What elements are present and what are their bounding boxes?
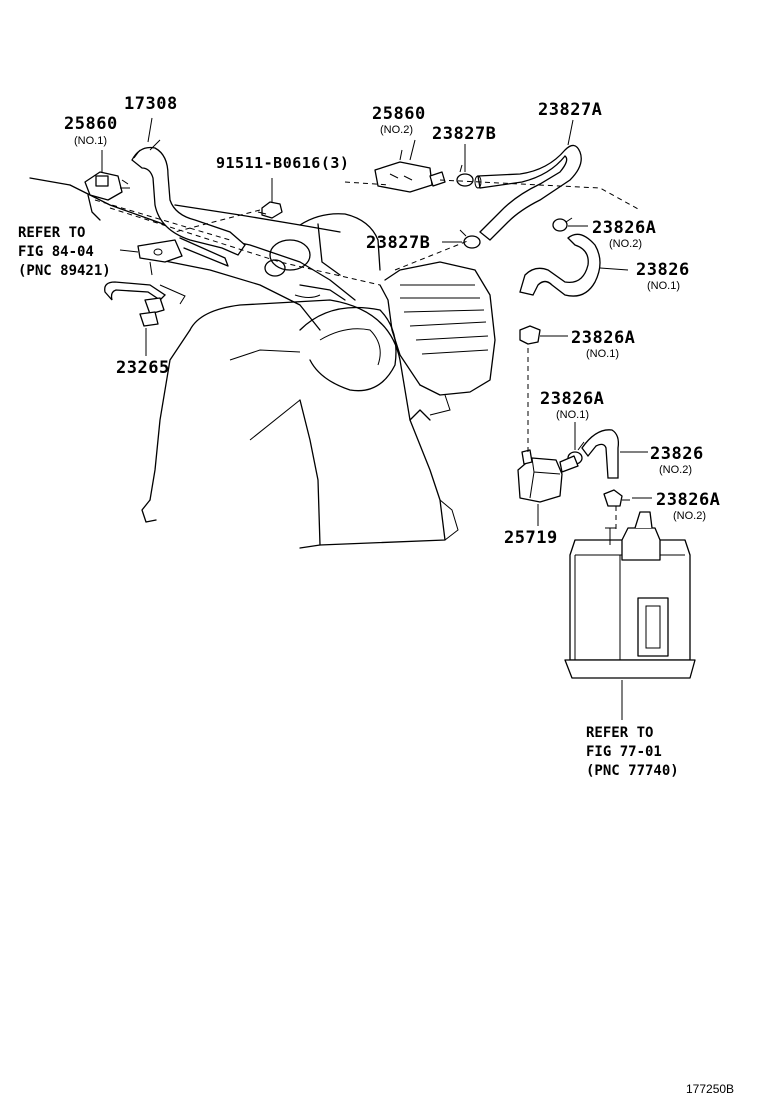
- reference-bottom-line2: FIG 77-01: [586, 744, 662, 760]
- leader-lines: [101, 117, 652, 720]
- bracket: [137, 237, 229, 276]
- label-23826a-no1-mid-sub: (NO.1): [586, 348, 619, 360]
- vsv-25860-no1: [84, 171, 130, 221]
- figure-code: 177250B: [686, 1082, 735, 1096]
- intake-manifold: [29, 177, 397, 392]
- vsv-25860-no2: [374, 149, 446, 193]
- label-23826-no2: 23826: [650, 444, 704, 464]
- reference-note-left: REFER TO FIG 84-04 (PNC 89421): [18, 224, 111, 281]
- bolt-91511: [257, 201, 283, 219]
- label-23826a-no2-low-sub: (NO.2): [673, 510, 706, 522]
- label-23826-no1: 23826: [636, 260, 690, 280]
- label-23826a-no2-top-sub: (NO.2): [609, 238, 642, 250]
- reference-left-line3: (PNC 89421): [18, 263, 111, 279]
- charcoal-canister: [564, 511, 696, 679]
- engine-block: [141, 299, 459, 549]
- label-17308: 17308: [124, 94, 178, 114]
- clamp-23826a-no2-top: [552, 217, 573, 232]
- label-23827a: 23827A: [538, 100, 603, 120]
- label-25860-no1-sub: (NO.1): [74, 135, 107, 147]
- label-23826a-no1-low: 23826A: [540, 389, 605, 409]
- label-23826a-no1-low-sub: (NO.1): [556, 409, 589, 421]
- hose-and-sensor-23265: [104, 281, 186, 327]
- hose-17308: [131, 139, 246, 256]
- air-intake-hose: [379, 261, 496, 416]
- label-23826-no1-sub: (NO.1): [647, 280, 680, 292]
- label-23826a-no2-low: 23826A: [656, 490, 721, 510]
- reference-left-line2: FIG 84-04: [18, 244, 94, 260]
- label-23827b-mid: 23827B: [366, 233, 431, 253]
- label-25719: 25719: [504, 528, 558, 548]
- label-25860-no2-sub: (NO.2): [380, 124, 413, 136]
- dashed-connections: [94, 179, 641, 530]
- hose-23826-no2: [581, 429, 620, 479]
- label-91511: 91511-B0616(3): [216, 154, 350, 172]
- label-25860-no1: 25860: [64, 114, 118, 134]
- label-25860-no2: 25860: [372, 104, 426, 124]
- reference-left-line1: REFER TO: [18, 225, 86, 241]
- clamp-23827b-top: [456, 164, 474, 187]
- label-23826-no2-sub: (NO.2): [659, 464, 692, 476]
- reference-note-bottom: REFER TO FIG 77-01 (PNC 77740): [586, 724, 679, 781]
- hose-23826-no1: [519, 233, 601, 297]
- label-23827b-top: 23827B: [432, 124, 497, 144]
- reference-bottom-line1: REFER TO: [586, 725, 654, 741]
- clamp-23826a-no2-low: [603, 489, 630, 507]
- clamp-23827b-mid: [459, 229, 481, 249]
- reference-bottom-line3: (PNC 77740): [586, 763, 679, 779]
- label-23826a-no1-mid: 23826A: [571, 328, 636, 348]
- clamp-23826a-no1-mid: [519, 325, 548, 345]
- label-23265: 23265: [116, 358, 170, 378]
- label-23826a-no2-top: 23826A: [592, 218, 657, 238]
- hose-23827a: [474, 144, 582, 241]
- vsv-25719: [517, 449, 579, 503]
